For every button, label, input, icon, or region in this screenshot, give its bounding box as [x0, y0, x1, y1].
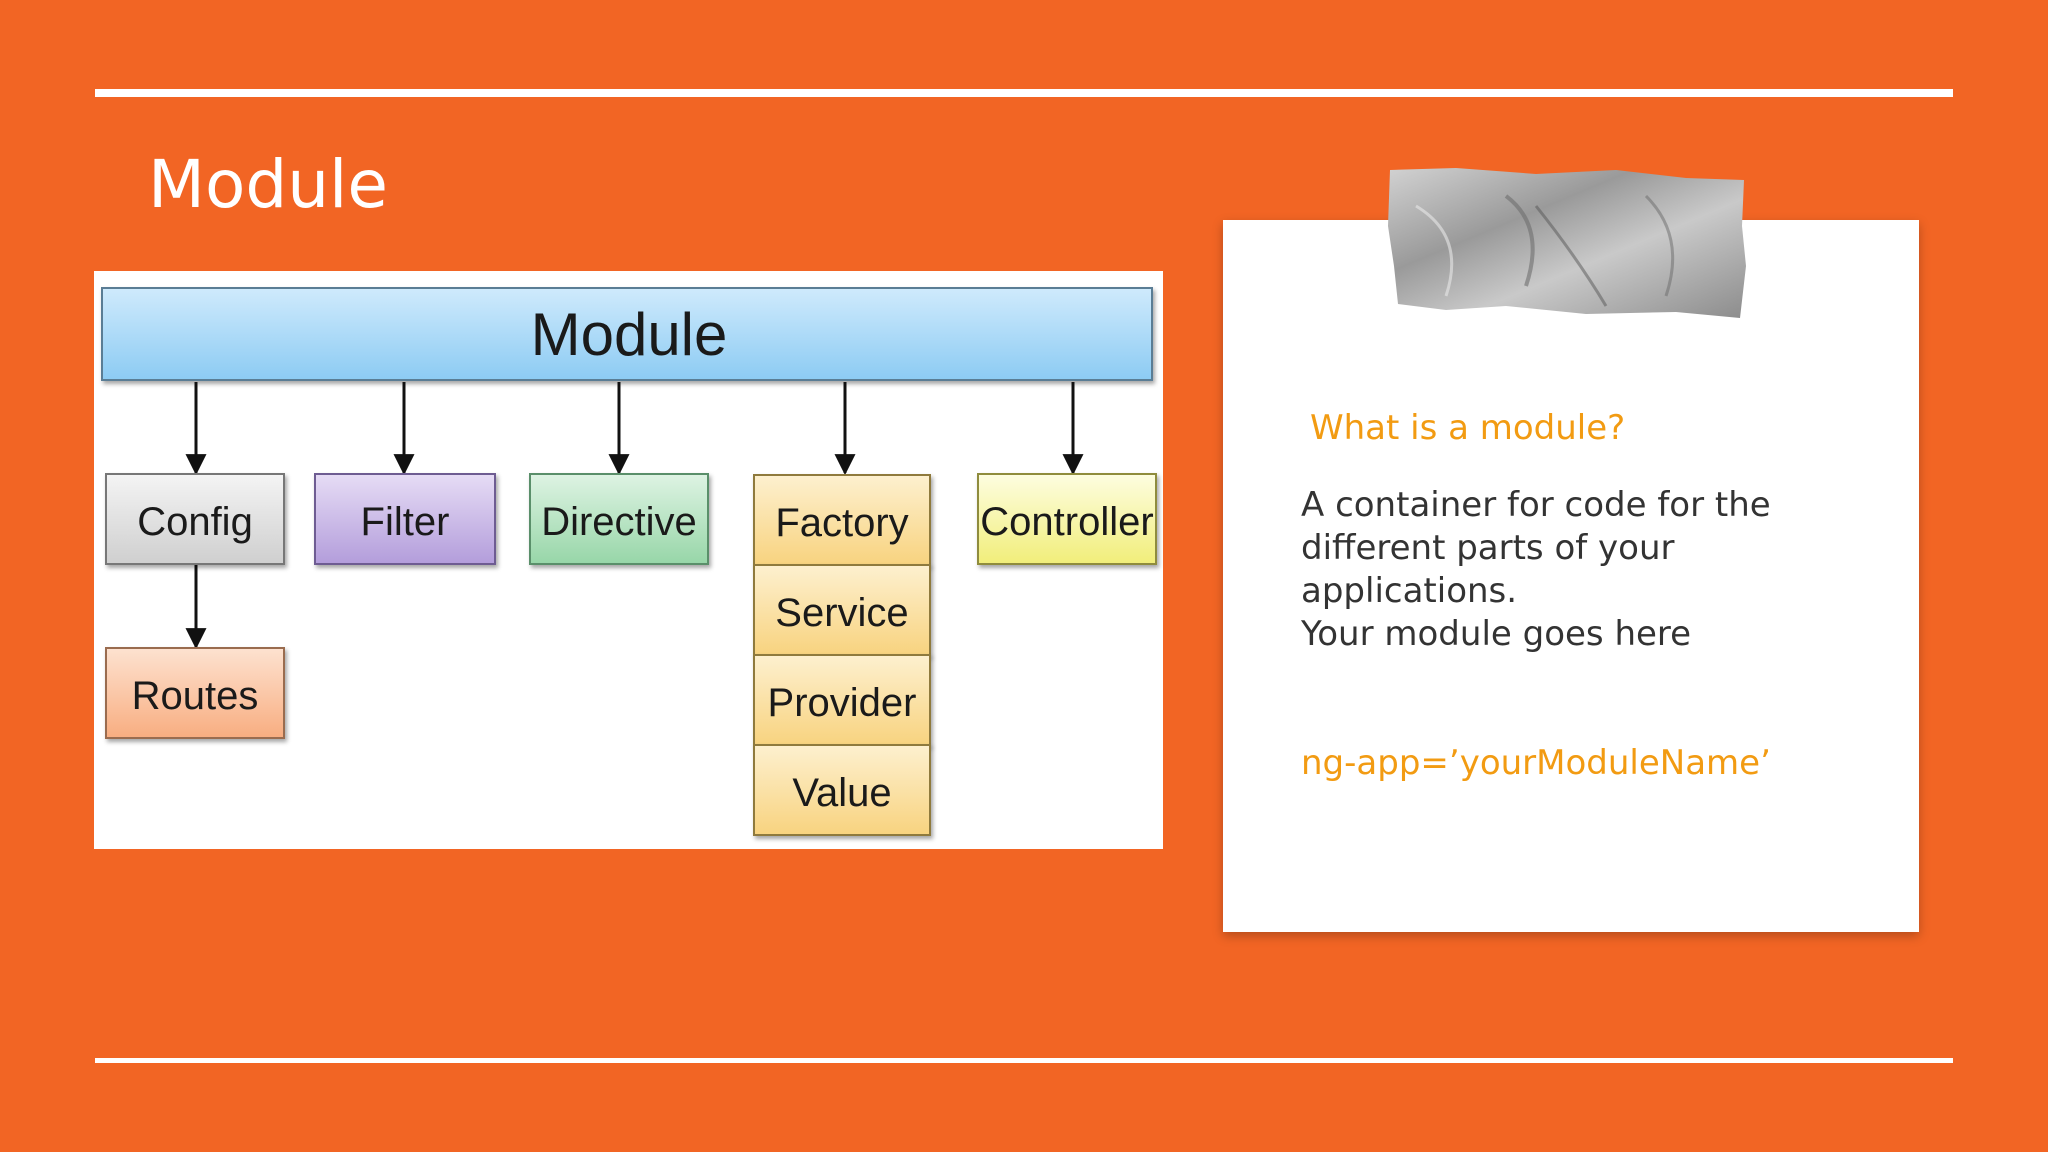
- bottom-divider: [95, 1058, 1953, 1063]
- module-node: Module: [101, 287, 1153, 381]
- note-body-line: different parts of your: [1301, 528, 1675, 568]
- module-diagram: Module Config Filter Directive Factory: [94, 271, 1163, 849]
- slide-title: Module: [148, 146, 388, 223]
- top-divider: [95, 89, 1953, 97]
- filter-node: Filter: [314, 473, 496, 565]
- config-node: Config: [105, 473, 285, 565]
- connectors: [185, 382, 1084, 650]
- provider-node: Provider: [753, 654, 931, 746]
- svg-text:Filter: Filter: [361, 500, 450, 544]
- svg-text:Factory: Factory: [775, 501, 908, 545]
- svg-text:Config: Config: [137, 500, 253, 544]
- svg-text:Service: Service: [775, 591, 908, 635]
- value-node: Value: [753, 744, 931, 836]
- note-body-line: Your module goes here: [1301, 614, 1692, 654]
- routes-node: Routes: [105, 647, 285, 739]
- note-body: A container for code for the different p…: [1301, 484, 1861, 656]
- controller-node: Controller: [977, 473, 1157, 565]
- svg-text:Controller: Controller: [980, 500, 1153, 544]
- note-code: ng-app=’yourModuleName’: [1301, 743, 1771, 783]
- directive-node: Directive: [529, 473, 709, 565]
- svg-text:Provider: Provider: [768, 681, 917, 725]
- module-node-label: Module: [531, 301, 728, 368]
- factory-node: Factory: [753, 474, 931, 566]
- note-body-line: applications.: [1301, 571, 1518, 611]
- note-body-line: A container for code for the: [1301, 485, 1771, 525]
- service-node: Service: [753, 564, 931, 656]
- note-card: [1223, 220, 1919, 932]
- duct-tape-icon: [1386, 166, 1748, 318]
- svg-text:Value: Value: [792, 771, 891, 815]
- svg-text:Directive: Directive: [541, 500, 697, 544]
- svg-text:Routes: Routes: [132, 674, 259, 718]
- note-heading: What is a module?: [1310, 408, 1626, 448]
